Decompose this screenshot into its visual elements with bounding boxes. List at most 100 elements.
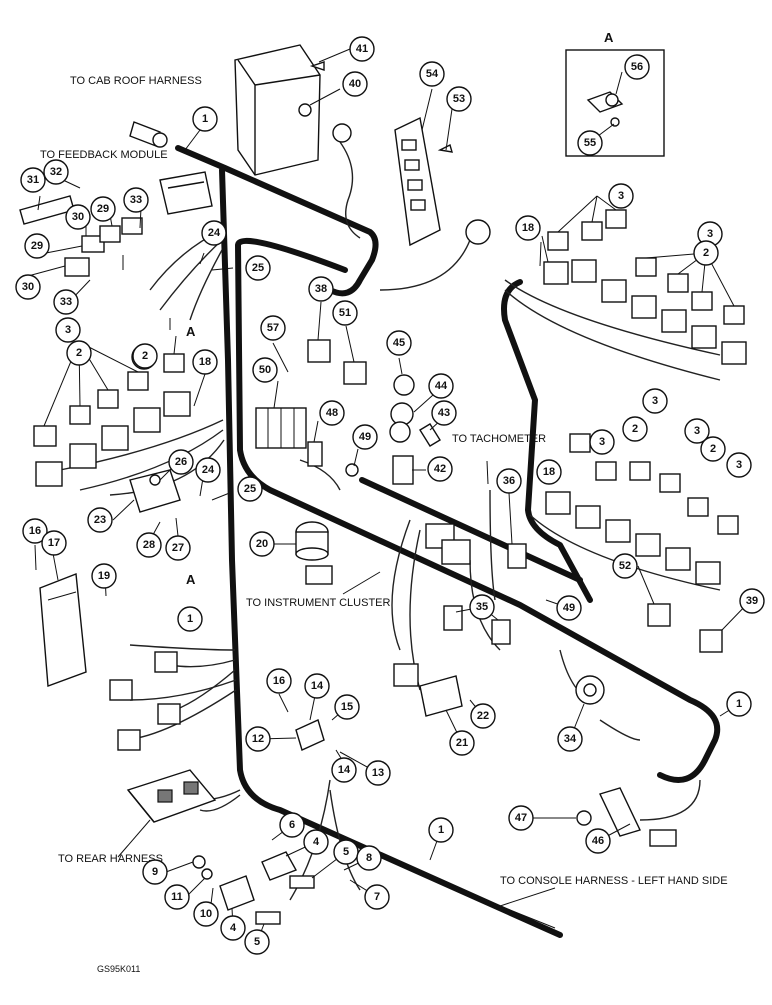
callout-c14a: 14 [304, 673, 330, 699]
callout-c36: 36 [496, 468, 522, 494]
callout-circle [556, 595, 582, 621]
callout-circle [55, 317, 81, 343]
callout-circle [260, 315, 286, 341]
callout-c22: 22 [470, 703, 496, 729]
nut-11 [201, 868, 213, 880]
callout-number: 1 [202, 113, 208, 125]
callout-number: 54 [426, 68, 439, 80]
callout-number: 3 [707, 228, 713, 240]
callout-c3e: 3 [642, 388, 668, 414]
switch-51 [343, 361, 367, 385]
switch-42 [392, 455, 414, 485]
callout-circle [279, 812, 305, 838]
relay-bank-right-upper [543, 209, 747, 365]
nut-9 [192, 855, 206, 869]
callout-c43: 43 [431, 400, 457, 426]
callout-circle [303, 829, 329, 855]
callout-c51: 51 [332, 300, 358, 326]
callout-circle [91, 563, 117, 589]
callout-circle [165, 535, 191, 561]
callout-c4a: 4 [303, 829, 329, 855]
callout-c56: 56 [624, 54, 650, 80]
callout-circle [624, 54, 650, 80]
callout-circle [419, 61, 445, 87]
harness-wires [59, 141, 721, 901]
callout-c54: 54 [419, 61, 445, 87]
callout-circle [245, 726, 271, 752]
callout-c46: 46 [585, 828, 611, 854]
cab-roof-connector [129, 121, 168, 148]
callout-c2b: 2 [66, 340, 92, 366]
callout-c29a: 29 [90, 196, 116, 222]
callout-circle [244, 929, 270, 955]
callout-number: 15 [341, 701, 353, 713]
callout-number: 18 [199, 356, 211, 368]
callout-circle [192, 106, 218, 132]
callout-number: 50 [259, 364, 271, 376]
callout-circle [589, 429, 615, 455]
callout-number: 2 [76, 347, 82, 359]
callout-c29b: 29 [24, 233, 50, 259]
callout-number: 13 [372, 767, 384, 779]
callout-c42: 42 [427, 456, 453, 482]
bracket-4b [219, 875, 255, 911]
callout-c1a: 1 [192, 106, 218, 132]
callout-number: 24 [208, 227, 221, 239]
callout-number: 12 [252, 733, 264, 745]
plate-5a [289, 875, 315, 889]
callout-number: 25 [244, 483, 256, 495]
callout-circle [245, 255, 271, 281]
relay-bank-right-lower [545, 433, 739, 585]
callout-circle [304, 673, 330, 699]
callout-number: 14 [338, 764, 351, 776]
callout-number: 21 [456, 737, 468, 749]
callout-circle [132, 343, 158, 369]
callout-circle [201, 220, 227, 246]
connector-left-grey [393, 663, 419, 687]
callout-circle [470, 703, 496, 729]
callout-c48: 48 [319, 400, 345, 426]
callout-number: 45 [393, 337, 405, 349]
connector-20 [295, 521, 329, 561]
callout-c27: 27 [165, 535, 191, 561]
callout-circle [449, 730, 475, 756]
switch-39 [699, 629, 723, 653]
callout-number: 24 [202, 464, 215, 476]
ring-45 [393, 374, 415, 396]
callouts: 4140545356551313230293329303324251833232… [15, 36, 765, 955]
callout-circle [536, 459, 562, 485]
plate-5b [255, 911, 281, 925]
callout-c12: 12 [245, 726, 271, 752]
callout-circle [427, 456, 453, 482]
callout-number: 18 [543, 466, 555, 478]
callout-c15: 15 [334, 694, 360, 720]
callout-circle [446, 86, 472, 112]
callout-number: 8 [366, 852, 372, 864]
callout-number: 22 [477, 710, 489, 722]
connector-21 [419, 675, 463, 717]
callout-circle [739, 588, 765, 614]
callout-c19: 19 [91, 563, 117, 589]
callout-c57: 57 [260, 315, 286, 341]
switch-35a [443, 605, 463, 631]
callout-number: 34 [564, 733, 577, 745]
callout-number: 42 [434, 463, 446, 475]
callout-c24a: 24 [201, 220, 227, 246]
callout-circle [352, 424, 378, 450]
callout-circle [331, 757, 357, 783]
label-cab-roof: TO CAB ROOF HARNESS [70, 75, 202, 87]
callout-circle [356, 845, 382, 871]
components [19, 44, 747, 925]
callout-circle [192, 349, 218, 375]
callout-number: 33 [130, 194, 142, 206]
callout-circle [41, 530, 67, 556]
callout-number: 31 [27, 174, 39, 186]
callout-number: 48 [326, 407, 338, 419]
callout-number: 26 [175, 456, 187, 468]
callout-c16a: 16 [22, 518, 48, 544]
callout-c3f: 3 [589, 429, 615, 455]
callout-c28: 28 [136, 532, 162, 558]
callout-c33a: 33 [123, 187, 149, 213]
callout-number: 5 [343, 846, 349, 858]
callout-number: 4 [313, 836, 320, 848]
